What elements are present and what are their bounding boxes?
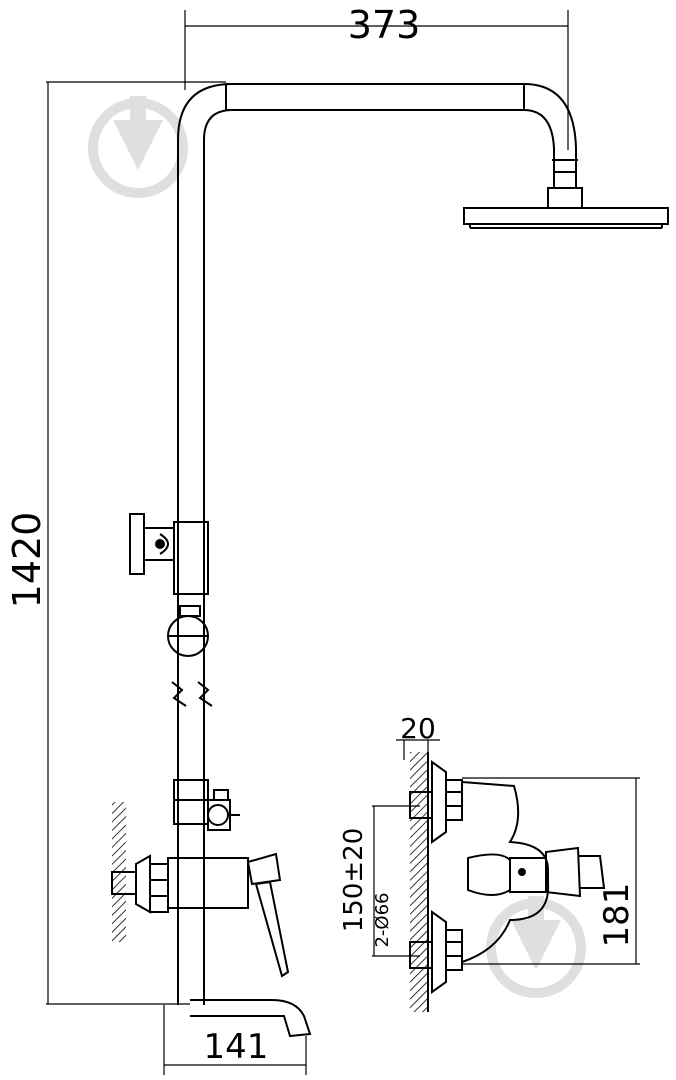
shower-column (111, 83, 669, 1038)
dim-wall-offset: 20 (400, 712, 436, 745)
dim-mixer-depth: 181 (597, 883, 637, 948)
dim-total-height: 1420 (5, 512, 49, 609)
mixer-side-view (409, 752, 606, 1012)
dim-center-distance: 150±20 (339, 828, 369, 933)
dim-top-width: 373 (348, 3, 421, 47)
wall-hatch-left (112, 802, 126, 942)
dim-spout-reach: 141 (204, 1027, 269, 1067)
watermark-logo-bottom (486, 896, 586, 998)
watermark-logo-top (88, 96, 188, 198)
dimension-lines (46, 10, 640, 1075)
dim-mount-holes: 2-Ø66 (372, 892, 393, 947)
